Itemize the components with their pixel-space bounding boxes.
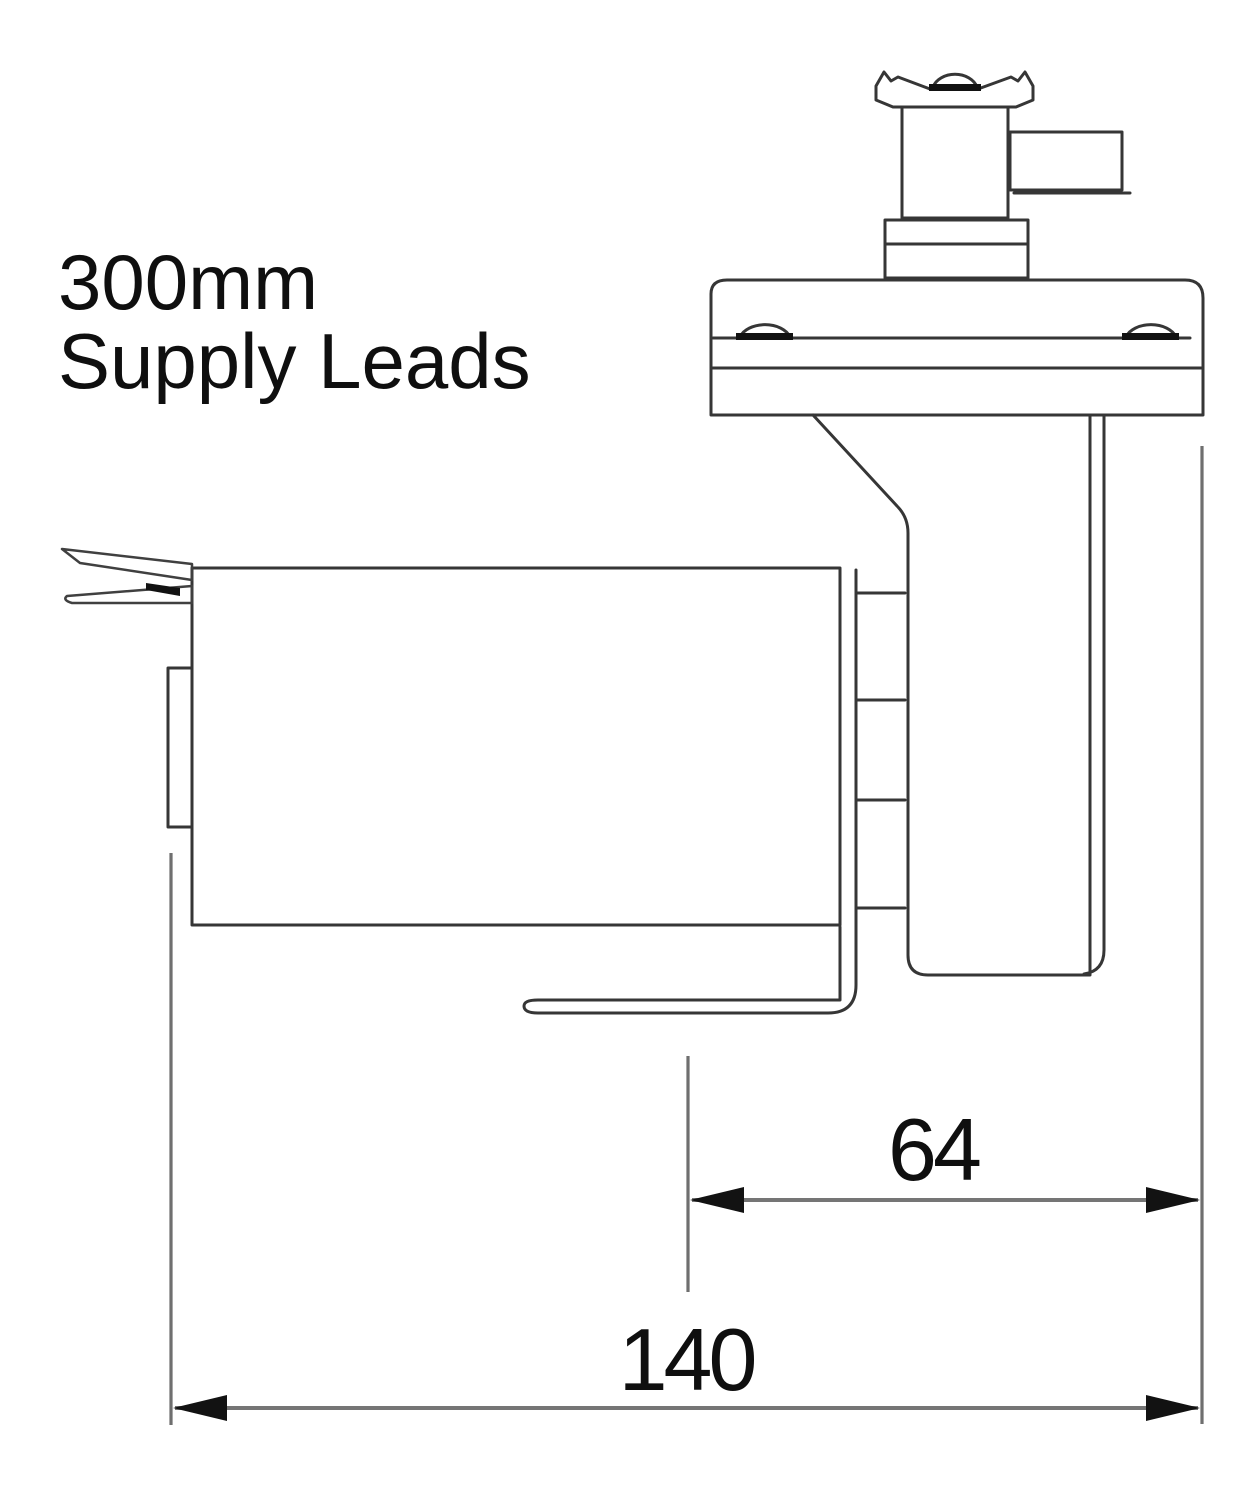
- flange-outline: [709, 278, 1205, 417]
- track-adapter-head: [874, 70, 1132, 280]
- body-side-protrusion: [166, 666, 194, 829]
- supply-leads-label-line1: 300mm: [58, 238, 318, 326]
- flange-screw-base-right: [1122, 333, 1179, 340]
- adapter-contact-dome: [931, 72, 979, 89]
- adapter-stem: [900, 105, 1010, 220]
- dimension-64-arrow-left: [690, 1187, 744, 1213]
- supply-leads-wires: [60, 547, 194, 605]
- extension-lines: [169, 446, 1204, 1425]
- lead-wire-junction: [146, 583, 180, 596]
- lead-wire-lower: [64, 584, 194, 605]
- dimension-64: 64: [690, 1100, 1200, 1213]
- dimension-140-value: 140: [619, 1310, 755, 1409]
- flange-screw-dome-left: [738, 323, 792, 339]
- adapter-collar: [883, 218, 1030, 280]
- support-bracket: [522, 413, 1106, 1015]
- dimension-64-value: 64: [888, 1100, 980, 1199]
- body-rectangle: [190, 566, 842, 927]
- side-switch-box: [1008, 130, 1124, 192]
- adapter-contact-base: [929, 84, 981, 91]
- flange-screw-dome-right: [1124, 323, 1178, 339]
- dimension-140: 140: [173, 1310, 1200, 1421]
- supply-leads-label-line2: Supply Leads: [58, 317, 531, 405]
- bracket-plate: [811, 413, 1106, 977]
- dimension-140-arrow-right: [1146, 1395, 1200, 1421]
- gear-body: [166, 566, 842, 927]
- supply-leads-label: 300mm Supply Leads: [58, 238, 531, 405]
- bracket-strip-and-lip: [522, 568, 858, 1015]
- flange-screw-base-left: [736, 333, 793, 340]
- dimension-64-arrow-right: [1146, 1187, 1200, 1213]
- mounting-flange: [709, 278, 1205, 417]
- lead-wire-upper: [60, 547, 194, 582]
- dimension-140-arrow-left: [173, 1395, 227, 1421]
